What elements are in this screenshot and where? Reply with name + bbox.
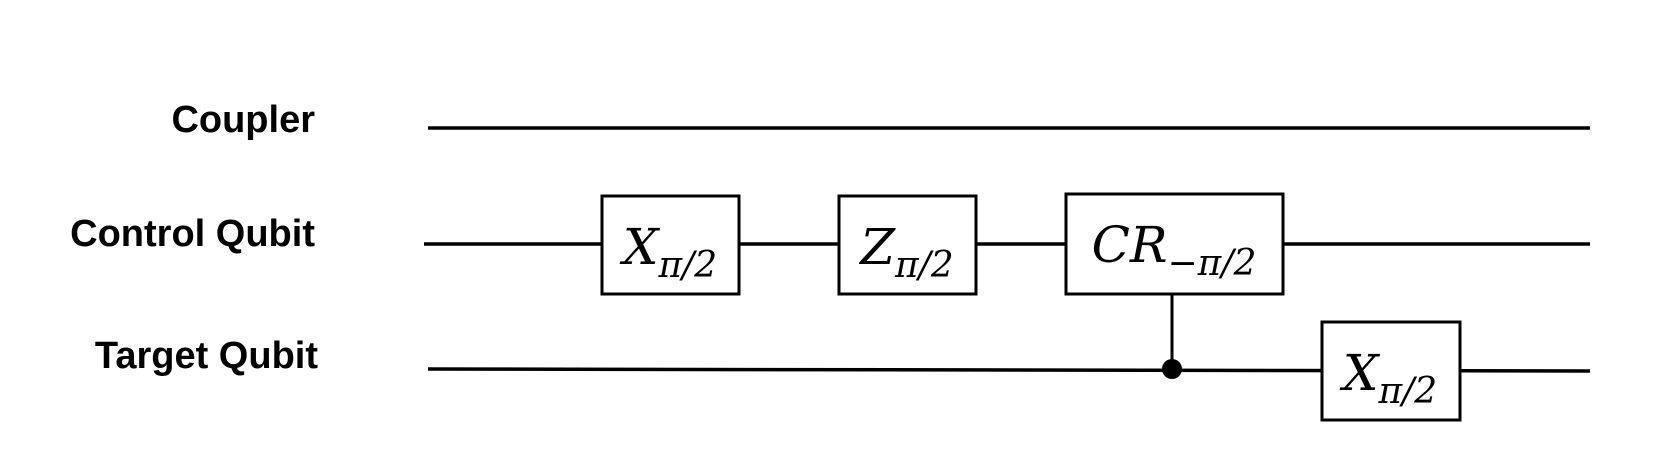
gate-cr-minus-pi-2: CR−π/2 xyxy=(1064,192,1285,296)
gate-box xyxy=(1064,192,1285,296)
gate-box xyxy=(1320,320,1462,422)
gate-label: Xπ/2 xyxy=(619,218,717,286)
gate-label: Xπ/2 xyxy=(1339,344,1437,412)
wire-label-target-qubit: Target Qubit xyxy=(95,335,318,377)
gate-x-pi-2-target: Xπ/2 xyxy=(1320,320,1462,422)
cr-control-dot xyxy=(1162,359,1182,379)
gate-z-pi-2-control: Zπ/2 xyxy=(837,194,978,296)
gate-x-pi-2-control: Xπ/2 xyxy=(600,194,741,296)
wire-label-coupler: Coupler xyxy=(171,99,315,141)
gate-box xyxy=(600,194,741,296)
gate-label: CR−π/2 xyxy=(1092,216,1257,284)
gate-label: Zπ/2 xyxy=(858,218,953,286)
wire-label-control-qubit: Control Qubit xyxy=(70,213,315,255)
gate-box xyxy=(837,194,978,296)
